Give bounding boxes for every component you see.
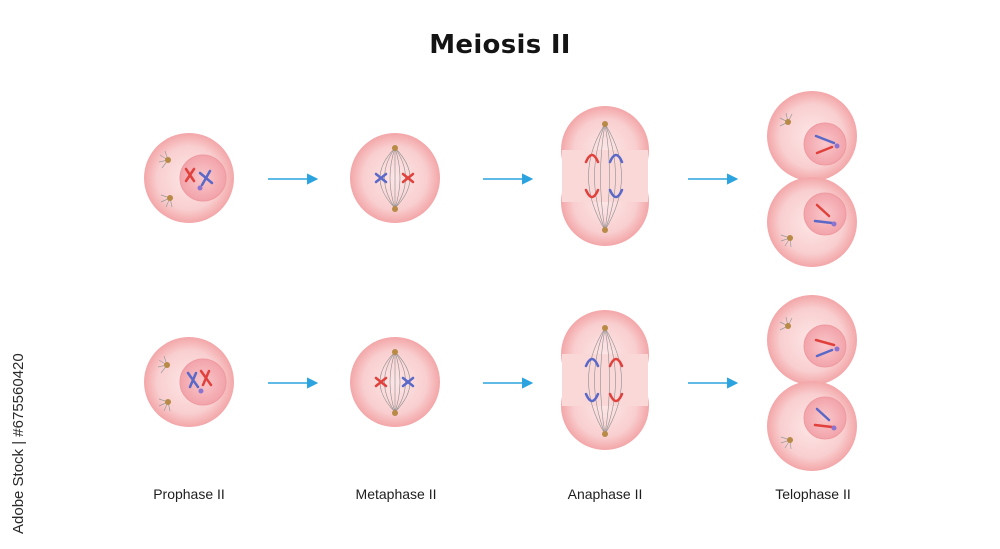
chromosome-red: [814, 338, 836, 347]
diagram-title: Meiosis II: [429, 30, 571, 60]
spindle-fibers: [588, 327, 622, 435]
centrosome: [780, 234, 793, 248]
chromosome-red: [374, 376, 388, 388]
centrosome: [158, 150, 171, 169]
centrosome: [158, 398, 171, 412]
stage-label-telophase: Telophase II: [775, 486, 851, 502]
prophase-cell-bottom: [144, 337, 234, 427]
nucleolus: [831, 221, 837, 227]
stage-label-anaphase: Anaphase II: [567, 486, 643, 502]
centrosome: [157, 355, 170, 374]
chromosome-red: [199, 369, 213, 387]
nucleolus: [197, 185, 203, 191]
chromosome-red: [184, 167, 196, 183]
chromatid-blue: [608, 153, 624, 164]
centrosome: [780, 436, 793, 450]
chromatid-blue: [584, 392, 600, 403]
chromosome-blue: [815, 407, 831, 422]
chromosome-blue: [813, 219, 834, 225]
centrosome: [779, 316, 793, 331]
anaphase-cell-bottom: [561, 310, 649, 450]
nucleolus: [834, 143, 840, 149]
chromosome-red: [401, 172, 415, 184]
chromosome-blue: [198, 169, 214, 187]
chromosome-blue: [186, 371, 200, 389]
centrosome: [602, 121, 608, 127]
prophase-cell-top: [144, 133, 234, 223]
chromatid-red: [608, 392, 624, 403]
chromatid-red: [584, 188, 600, 199]
centrosome: [779, 112, 793, 127]
stage-label-metaphase: Metaphase II: [355, 486, 437, 502]
chromatid-red: [584, 153, 600, 164]
centrosome: [160, 194, 173, 208]
chromatid-red: [608, 357, 624, 368]
metaphase-cell-top: [350, 133, 440, 223]
anaphase-cell-top: [561, 106, 649, 246]
chromosome-blue: [374, 172, 388, 184]
telophase-cells-top: [767, 91, 857, 267]
nucleolus: [834, 346, 840, 352]
chromatid-blue: [584, 357, 600, 368]
chromosome-red: [813, 423, 834, 429]
spindle-fibers: [379, 351, 411, 413]
centrosome: [602, 431, 608, 437]
chromosome-blue: [401, 376, 415, 388]
chromosome-red: [815, 203, 831, 218]
chromosome-blue: [815, 348, 834, 358]
telophase-cells-bottom: [767, 295, 857, 471]
centrosome: [602, 325, 608, 331]
nucleolus: [198, 388, 204, 394]
chromosome-red: [815, 145, 834, 155]
chromatid-blue: [608, 188, 624, 199]
metaphase-cell-bottom: [350, 337, 440, 427]
centrosome: [602, 227, 608, 233]
stock-id-label: Adobe Stock | #675560420: [10, 353, 27, 534]
nucleolus: [831, 425, 837, 431]
chromosome-blue: [814, 134, 836, 145]
centrosome: [392, 410, 398, 416]
centrosome: [392, 206, 398, 212]
centrosome: [392, 349, 398, 355]
spindle-fibers: [588, 123, 622, 231]
centrosome: [392, 145, 398, 151]
stage-label-prophase: Prophase II: [153, 486, 225, 502]
